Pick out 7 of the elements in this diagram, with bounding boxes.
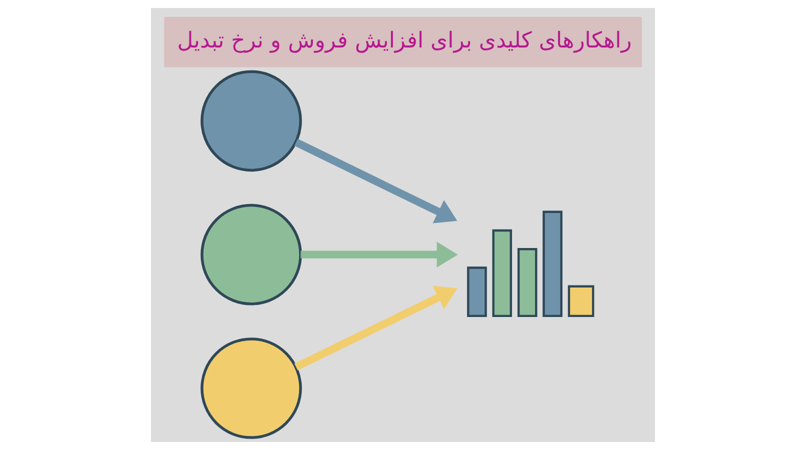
arrow — [300, 242, 458, 268]
diagram-title: راهکارهای کلیدی برای افزایش فروش و نرخ تبدیل — [177, 28, 632, 54]
arrow — [294, 138, 458, 224]
arrow — [294, 286, 458, 370]
node-circle — [200, 338, 302, 439]
node-circle — [200, 204, 302, 306]
node-circle — [200, 70, 302, 172]
